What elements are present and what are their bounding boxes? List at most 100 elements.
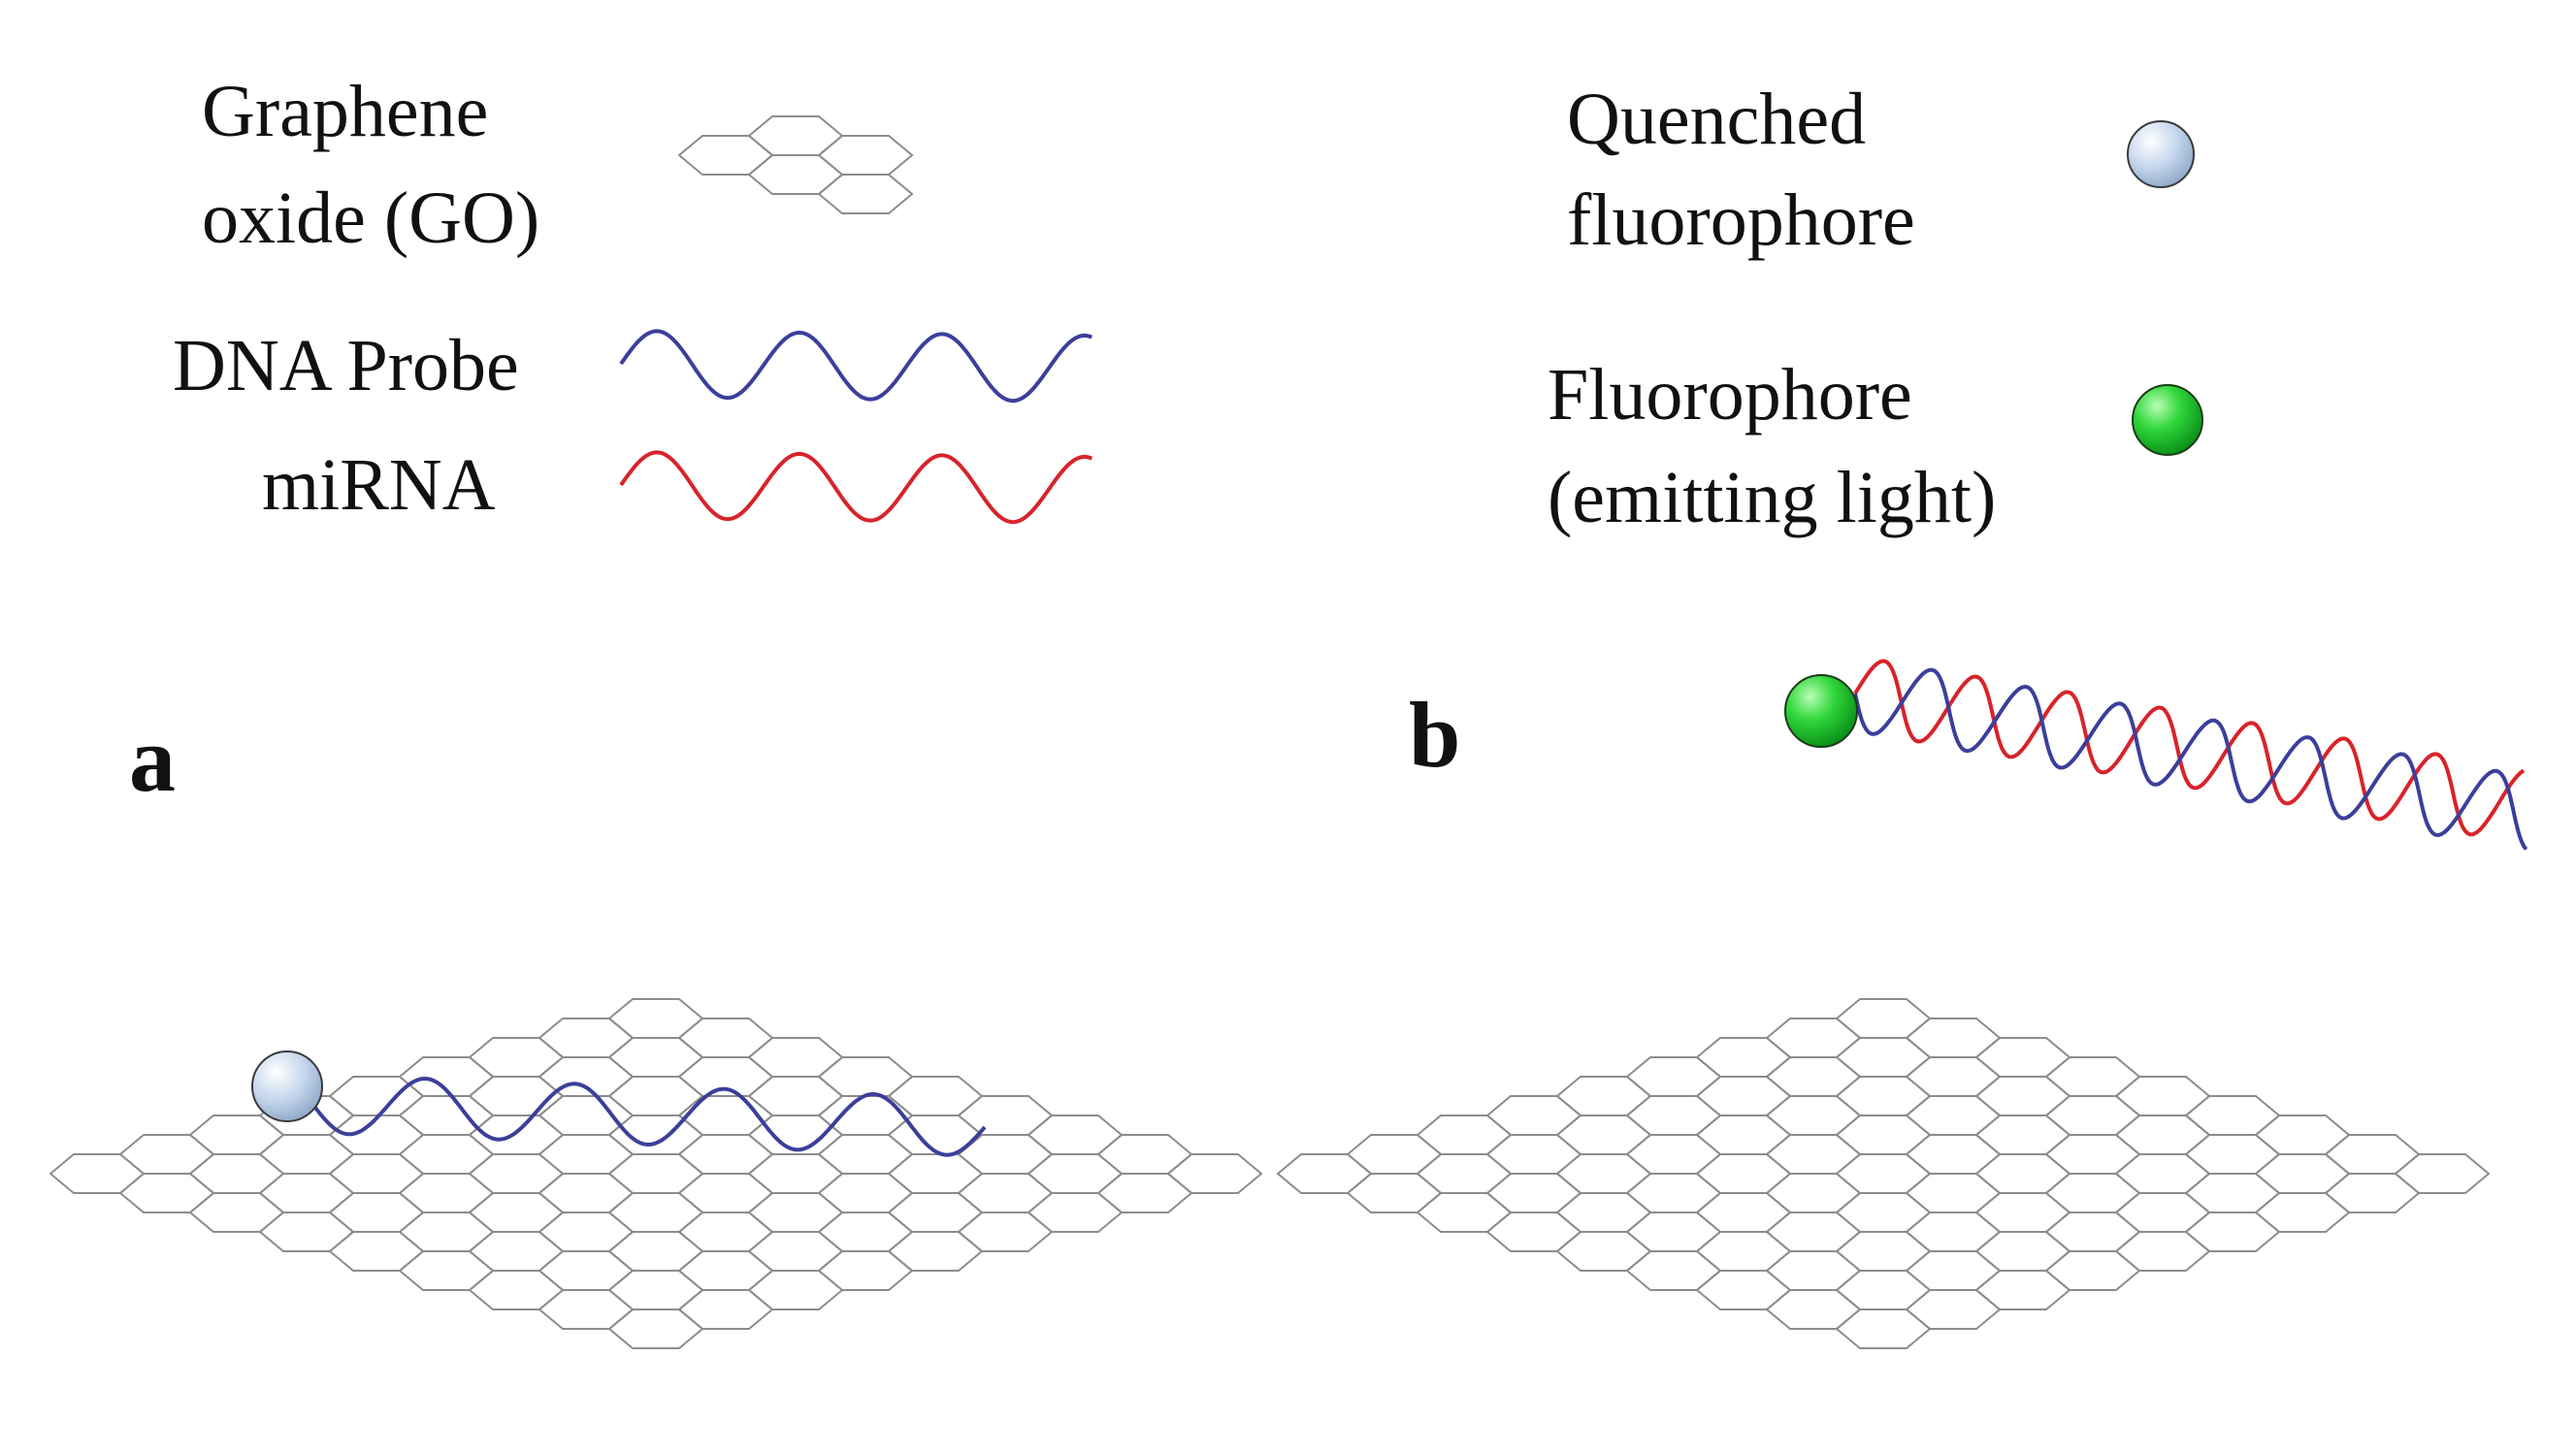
graphene-hexagon [2184,1095,2281,1136]
panel-b-duplex-mirna-strand [1853,659,2526,837]
graphene-hexagon [2044,1212,2141,1252]
panel-b-label: b [1409,683,1460,787]
graphene-hexagon [1695,1192,1792,1233]
graphene-hexagon [747,1192,844,1233]
graphene-hexagon [607,1231,704,1272]
graphene-hexagon [1416,1192,1513,1233]
legend: Graphene oxide (GO) DNA Probe miRNA Quen… [173,71,2203,538]
legend-dna-probe-label: DNA Probe [173,325,519,406]
graphene-hexagon [817,1173,914,1213]
graphene-hexagon [538,1018,635,1058]
graphene-hexagon [538,1134,635,1175]
graphene-hexagon [1027,1115,1124,1155]
graphene-hexagon [1555,1231,1652,1272]
graphene-hexagon [2184,1173,2281,1213]
graphene-hexagon [2044,1250,2141,1291]
graphene-hexagon [1485,1134,1582,1175]
graphene-hexagon [957,1095,1054,1136]
graphene-hexagon [1974,1115,2071,1155]
graphene-hexagon [1625,1134,1722,1175]
graphene-hexagon [468,1192,565,1233]
graphene-hexagon [398,1212,495,1252]
legend-mirna-label: miRNA [262,444,496,526]
graphene-hexagon [1625,1095,1722,1136]
panel-b-duplex-dna-probe-strand [1853,667,2528,851]
graphene-hexagon [677,1289,774,1330]
graphene-hexagon [1276,1153,1373,1194]
graphene-hexagon [747,1270,844,1310]
graphene-hexagon [817,1212,914,1252]
graphene-hexagon [1765,1173,1862,1213]
panel-a: a [49,707,1263,1349]
legend-quenched-line2: fluorophore [1567,179,1915,261]
graphene-hexagon [817,1095,914,1136]
graphene-hexagon [188,1115,285,1155]
graphene-hexagon [817,1056,914,1097]
graphene-hexagon [258,1212,355,1252]
graphene-hexagon [2114,1153,2211,1194]
panel-b-graphene-sheet [1276,998,2491,1349]
graphene-hexagon [2184,1134,2281,1175]
graphene-hexagon [468,1037,565,1078]
graphene-hexagon [538,1173,635,1213]
graphene-hexagon [1974,1076,2071,1116]
graphene-hexagon [677,1250,774,1291]
graphene-hexagon [1695,1037,1792,1078]
graphene-hexagon [677,1212,774,1252]
graphene-hexagon [747,1037,844,1078]
graphene-hexagon [2324,1134,2421,1175]
graphene-hexagon [1695,1231,1792,1272]
graphene-hexagon [258,1173,355,1213]
graphene-hexagon [188,1153,285,1194]
graphene-hexagon [1835,1231,1932,1272]
graphene-hexagon [1765,1056,1862,1097]
graphene-hexagon [1625,1212,1722,1252]
graphene-hexagon [1835,1037,1932,1078]
graphene-hexagon [1346,1173,1443,1213]
graphene-hexagon [2044,1056,2141,1097]
legend-fluorophore-line1: Fluorophore [1548,354,1912,436]
graphene-hexagon [747,1076,844,1116]
graphene-hexagon [118,1173,215,1213]
legend-graphene-line1: Graphene [202,71,488,152]
graphene-hexagon [1555,1115,1652,1155]
graphene-hexagon [328,1192,425,1233]
graphene-hexagon [607,1153,704,1194]
graphene-hexagon [1905,1173,2002,1213]
graphene-hexagon [1416,1153,1513,1194]
graphene-hexagon [607,1115,704,1155]
graphene-hexagon [1765,1134,1862,1175]
graphene-hexagon [1765,1250,1862,1291]
graphene-hexagon [538,1056,635,1097]
graphene-hexagon [1625,1173,1722,1213]
graphene-hexagon [1625,1250,1722,1291]
panel-a-adsorbed-dna-probe [310,1076,987,1157]
graphene-hexagon [2114,1115,2211,1155]
graphene-hexagon [1905,1212,2002,1252]
legend-dna-probe-wave [619,329,1093,404]
graphene-hexagon [2044,1095,2141,1136]
graphene-hexagon [887,1231,984,1272]
graphene-hexagon [1905,1018,2002,1058]
legend-quenched-fluorophore-icon [2127,120,2195,188]
graphene-hexagon [1485,1212,1582,1252]
graphene-hexagon [1765,1095,1862,1136]
graphene-hexagon [817,1134,914,1175]
graphene-hexagon [957,1173,1054,1213]
graphene-hexagon [887,1192,984,1233]
graphene-hexagon [677,1018,774,1058]
graphene-hexagon [2044,1173,2141,1213]
graphene-hexagon [677,1134,774,1175]
graphene-hexagon [2184,1212,2281,1252]
panel-b-emitting-fluorophore [1784,674,1858,748]
graphene-hexagon [1974,1153,2071,1194]
graphene-hexagon [1835,1270,1932,1310]
legend-graphene-line2: oxide (GO) [202,178,539,259]
graphene-hexagon [328,1231,425,1272]
graphene-hexagon [1096,1134,1193,1175]
graphene-hexagon [1695,1270,1792,1310]
graphene-hexagon [1765,1212,1862,1252]
graphene-hexagon [1625,1056,1722,1097]
graphene-hexagon [1905,1250,2002,1291]
graphene-hexagon [1027,1192,1124,1233]
